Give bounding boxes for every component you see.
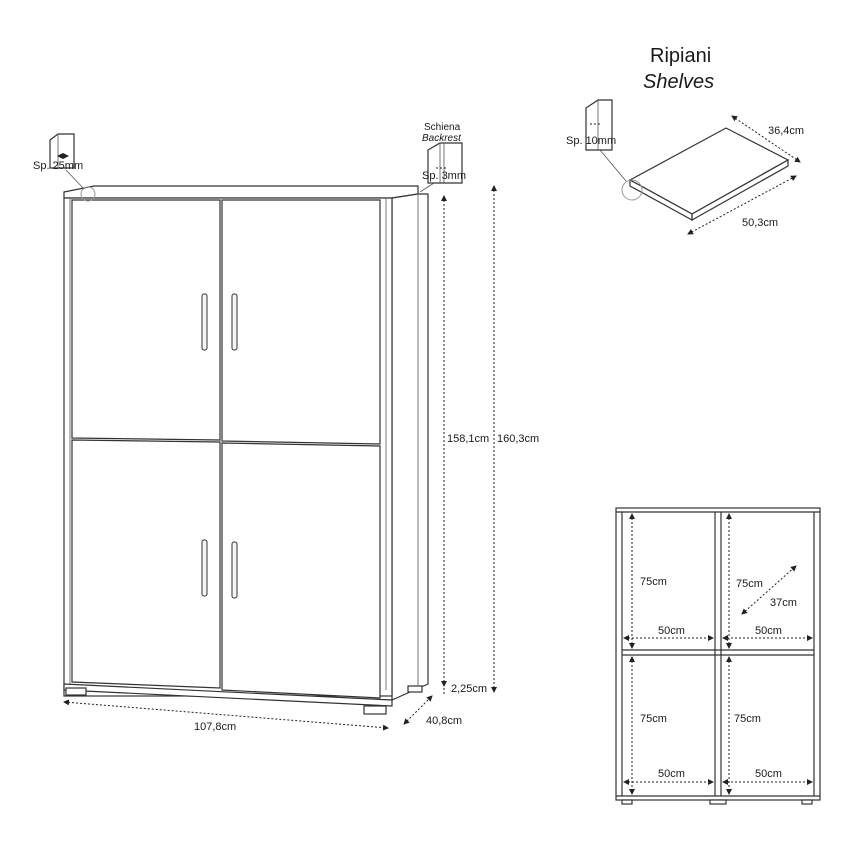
compartment-bottom-left-width: 50cm bbox=[658, 768, 685, 780]
depth-label: 40,8cm bbox=[426, 715, 462, 727]
cabinet-front-view bbox=[63, 185, 429, 715]
compartment-top-right-width: 50cm bbox=[755, 625, 782, 637]
shelf-width-label: 50,3cm bbox=[742, 217, 778, 229]
shelf-depth-label: 36,4cm bbox=[768, 125, 804, 137]
top-thickness-label: Sp. 25mm bbox=[33, 160, 83, 172]
cabinet-top bbox=[63, 185, 419, 199]
foot-left bbox=[65, 687, 87, 696]
backrest-label-en: Backrest bbox=[422, 133, 462, 144]
door-top-left bbox=[71, 199, 221, 441]
compartment-bottom-right-width: 50cm bbox=[755, 768, 782, 780]
handle-top-right bbox=[231, 293, 238, 351]
compartment-top-right-height: 75cm bbox=[736, 578, 763, 590]
height-inner-label: 158,1cm bbox=[447, 433, 489, 445]
backrest-label-it: Schiena bbox=[424, 122, 461, 133]
compartment-top-left-width: 50cm bbox=[658, 625, 685, 637]
backrest-callout: Schiena Backrest Sp. 3mm bbox=[419, 122, 466, 193]
handle-bottom-left bbox=[201, 539, 208, 597]
top-thickness-callout: Sp. 25mm bbox=[33, 133, 96, 202]
shelf-detail: Ripiani Shelves Sp. 10mm 36,4cm 50,3cm bbox=[566, 45, 804, 235]
shelf-board bbox=[628, 127, 790, 215]
height-dimensions: 158,1cm 160,3cm 2,25cm bbox=[441, 185, 542, 695]
handle-bottom-right bbox=[231, 541, 238, 599]
door-bottom-right bbox=[221, 442, 381, 699]
width-depth-dimensions: 107,8cm 40,8cm bbox=[63, 695, 462, 733]
foot-back bbox=[407, 685, 423, 693]
foot-height-label: 2,25cm bbox=[451, 683, 487, 695]
height-total-label: 160,3cm bbox=[497, 433, 539, 445]
door-bottom-left bbox=[71, 439, 221, 689]
interior-view: 75cm 50cm 75cm 37cm 50cm 75cm 50cm 75cm … bbox=[615, 507, 821, 805]
interior-carcass bbox=[615, 507, 821, 801]
compartment-top-left-height: 75cm bbox=[640, 576, 667, 588]
width-label: 107,8cm bbox=[194, 721, 236, 733]
door-top-right bbox=[221, 199, 381, 445]
backrest-thickness-label: Sp. 3mm bbox=[422, 170, 466, 182]
shelves-title-en: Shelves bbox=[643, 71, 714, 93]
shelves-title-it: Ripiani bbox=[650, 45, 711, 67]
compartment-bottom-right-height: 75cm bbox=[734, 713, 761, 725]
compartment-bottom-left-height: 75cm bbox=[640, 713, 667, 725]
shelf-thickness-label: Sp. 10mm bbox=[566, 135, 616, 147]
handle-top-left bbox=[201, 293, 208, 351]
cabinet-side bbox=[391, 193, 429, 701]
foot-right bbox=[363, 705, 387, 715]
compartment-depth: 37cm bbox=[770, 597, 797, 609]
